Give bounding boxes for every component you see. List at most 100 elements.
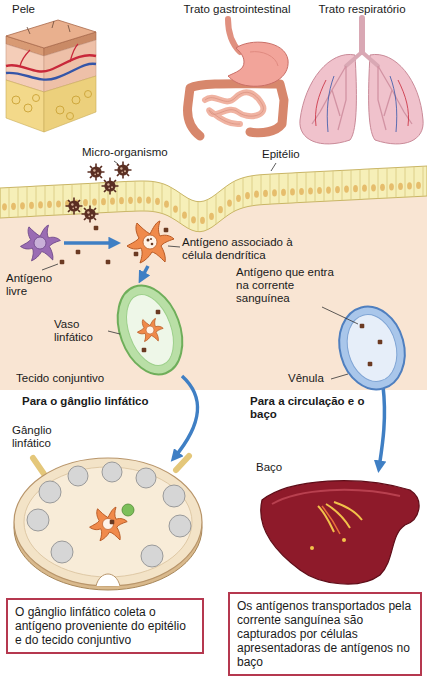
- skin-illustration: [27, 21, 70, 34]
- epithelial-cell: [335, 186, 340, 193]
- epithelial-cell: [146, 197, 151, 204]
- skin-illustration: [44, 76, 96, 132]
- epithelial-cell: [155, 198, 160, 205]
- microorganism: [66, 198, 83, 215]
- lymph-node: [103, 519, 114, 530]
- epithelial-cell: [216, 194, 217, 224]
- antigen: [106, 260, 111, 265]
- epithelial-cell: [389, 183, 394, 190]
- leader-line: [114, 161, 118, 164]
- microorganism: [115, 162, 132, 179]
- flow-arrow: [64, 241, 116, 245]
- epithelial-cell: [27, 187, 28, 217]
- epithelial-cell: [414, 167, 415, 197]
- epithelial-cell: [135, 181, 136, 211]
- epithelial-cell: [315, 172, 316, 202]
- organ-label: Trato gastrointestinal: [166, 3, 308, 16]
- epithelial-cell: [162, 184, 163, 214]
- epithelial-cell: [101, 198, 106, 205]
- epithelial-cell: [227, 200, 232, 207]
- gastrointestinal-illustration: [205, 92, 263, 124]
- epithelial-cell: [38, 201, 43, 208]
- epithelial-cell: [63, 185, 64, 215]
- epithelial-cell: [261, 175, 262, 205]
- leader-line: [42, 264, 58, 270]
- epithelial-cell: [405, 167, 406, 197]
- epithelial-cell: [207, 200, 208, 230]
- part-label: Micro-organismo: [82, 146, 186, 159]
- lymphatic-vessel: [142, 348, 147, 353]
- epithelial-cell: [189, 199, 190, 229]
- skin-illustration: [67, 113, 74, 120]
- organ-label: Baço: [256, 461, 300, 474]
- part-label: Antígeno que entra na corrente sanguínea: [236, 266, 340, 305]
- spleen: [310, 546, 314, 550]
- epithelial-cell: [81, 184, 82, 214]
- lymph-node: [176, 456, 189, 470]
- epithelial-cell: [342, 170, 343, 200]
- lymph-node: [122, 504, 134, 516]
- epithelial-cell: [171, 187, 172, 217]
- microorganism: [102, 178, 119, 195]
- epithelial-cell: [2, 203, 7, 210]
- spleen: [322, 506, 340, 534]
- dendritic-cell: [127, 221, 174, 263]
- epithelial-cell: [144, 181, 145, 211]
- flow-arrow: [141, 266, 148, 279]
- epithelial-cell: [252, 176, 253, 206]
- epithelial-cell: [270, 174, 271, 204]
- epithelial-cell: [153, 182, 154, 212]
- epithelial-cell: [279, 174, 280, 204]
- lymph-node: [96, 574, 120, 586]
- epithelial-cell: [36, 186, 37, 216]
- epithelial-cell: [83, 199, 88, 206]
- lymph-node: [110, 520, 115, 525]
- leader-line: [331, 374, 348, 379]
- epithelial-cell: [126, 182, 127, 212]
- epithelial-cell: [191, 216, 196, 223]
- route-label: Para a circulação e o baço: [250, 395, 372, 421]
- epithelial-cell: [371, 184, 376, 191]
- lymph-node: [33, 458, 44, 474]
- venule: [330, 299, 414, 397]
- epithelial-cell: [225, 187, 226, 217]
- epithelial-cell: [263, 190, 268, 197]
- caption-text: Os antígenos transportados pela corrente…: [237, 599, 413, 669]
- lungs-illustration: [359, 18, 365, 52]
- dendritic-cell: [147, 239, 150, 242]
- skin-illustration: [72, 96, 80, 104]
- leader-line: [271, 163, 276, 171]
- lymph-node: [68, 466, 88, 486]
- part-label: Antígeno associado à célula dendrítica: [182, 236, 296, 262]
- microorganism: [82, 206, 99, 223]
- lymph-node: [14, 466, 202, 590]
- leader-line: [322, 307, 358, 324]
- epithelial-cell: [351, 170, 352, 200]
- lymph-node: [102, 462, 122, 482]
- lymphatic-vessel: [106, 277, 194, 384]
- leader-line: [42, 161, 358, 379]
- epithelial-cell: [200, 217, 205, 224]
- caption-text: O gânglio linfático coleta o antígeno pr…: [15, 605, 195, 647]
- leader-line: [168, 246, 180, 247]
- epithelial-cell: [20, 202, 25, 209]
- skin-illustration: [6, 55, 96, 71]
- epithelial-cell: [173, 206, 178, 213]
- epithelial-cell: [398, 183, 403, 190]
- spleen: [261, 481, 419, 584]
- epithelial-cell: [198, 202, 199, 232]
- epithelial-cell: [218, 206, 223, 213]
- lymph-node: [14, 458, 202, 586]
- antigen: [76, 250, 81, 255]
- lungs-illustration: [378, 66, 412, 130]
- epithelial-cell: [234, 181, 235, 211]
- gastrointestinal-illustration: [188, 19, 289, 136]
- epithelial-cell: [209, 213, 214, 220]
- epithelial-cell: [423, 166, 424, 196]
- part-label: Vênula: [288, 372, 332, 385]
- epithelial-cell: [164, 201, 169, 208]
- leader-line: [108, 331, 120, 334]
- gastrointestinal-illustration: [205, 92, 263, 124]
- epithelial-cell: [137, 196, 142, 203]
- venule: [330, 299, 414, 397]
